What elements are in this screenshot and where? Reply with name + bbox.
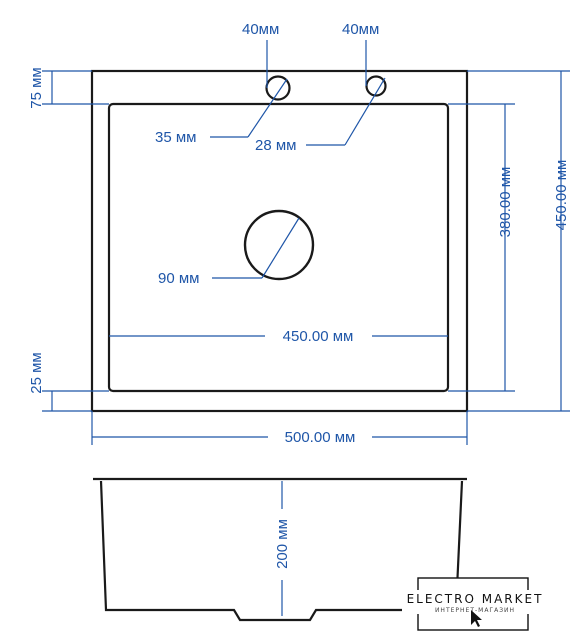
label-rim-top: 75 мм (28, 67, 45, 108)
label-bowl-height: 380.00 мм (497, 167, 514, 238)
label-hole-right-position: 40мм (342, 21, 379, 38)
label-hole-right-diameter: 28 мм (255, 137, 296, 154)
label-rim-bottom: 25 мм (28, 352, 45, 393)
label-hole-left-diameter: 35 мм (155, 129, 196, 146)
label-bowl-width: 450.00 мм (283, 328, 354, 345)
sink-outer-rim (90, 69, 469, 413)
leader-hole-right-diag (344, 77, 386, 146)
label-depth: 200 мм (274, 519, 291, 569)
top-view: 40мм 40мм 75 мм 35 мм 28 мм 90 мм 450.00… (28, 21, 570, 446)
label-hole-left-position: 40мм (242, 21, 279, 38)
drain-hole (243, 209, 315, 281)
side-view: 200 мм (93, 477, 467, 622)
label-total-height: 450.00 мм (553, 160, 570, 231)
leader-hole-left-diag (247, 78, 288, 138)
sink-bowl (107, 102, 450, 393)
logo-title: ELECTRO MARKET (407, 592, 544, 606)
logo-subtitle: ИНТЕРНЕТ-МАГАЗИН (435, 607, 515, 614)
cursor-icon (471, 610, 482, 627)
label-total-width: 500.00 мм (285, 429, 356, 446)
logo-text-backdrop (402, 590, 548, 614)
leader-drain-diag (261, 217, 300, 279)
electro-market-logo: ELECTRO MARKET ИНТЕРНЕТ-МАГАЗИН (402, 577, 548, 631)
label-drain-diameter: 90 мм (158, 270, 199, 287)
